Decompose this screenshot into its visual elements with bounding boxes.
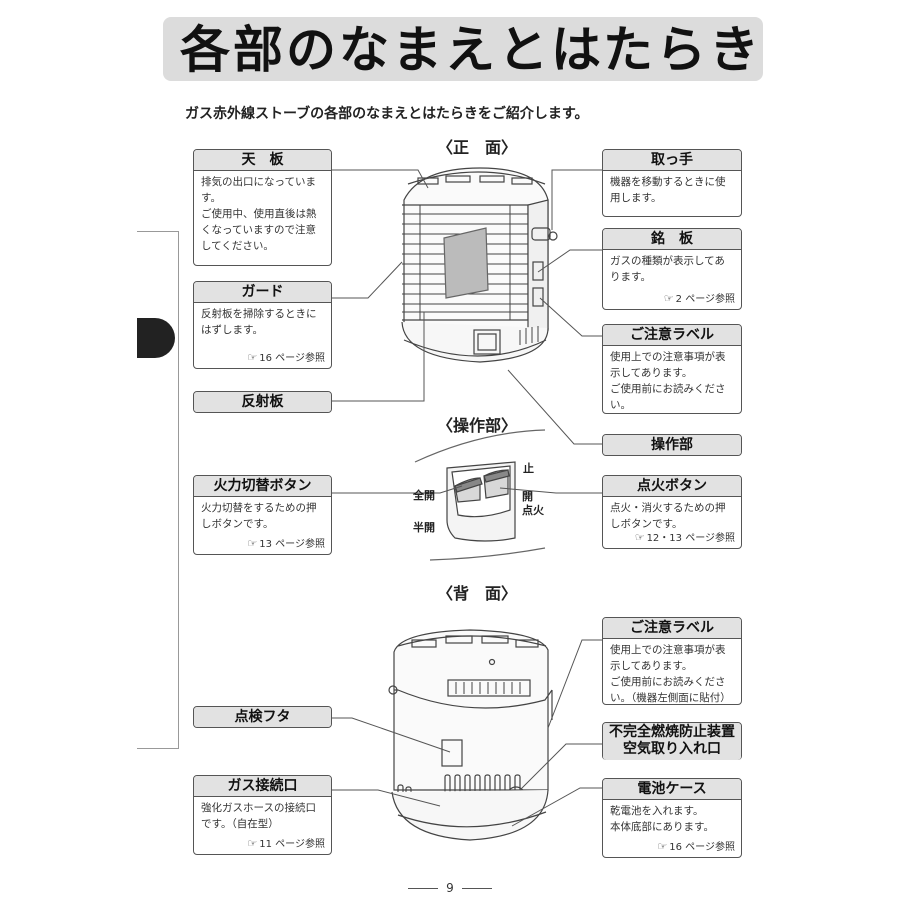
pointing-hand-icon: ☞ <box>634 531 645 544</box>
box-title: 点火ボタン <box>603 476 741 497</box>
box-hanshaban: 反射板 <box>193 391 332 413</box>
box-ignition: 点火ボタン 点火・消火するための押しボタンです。 ☞12・13 ページ参照 <box>602 475 742 549</box>
box-inspection-lid: 点検フタ <box>193 706 332 728</box>
box-caution-front: ご注意ラベル 使用上での注意事項が表示してあります。 ご使用前にお読みください。 <box>602 324 742 414</box>
section-controls: 〈操作部〉 <box>437 416 518 435</box>
box-title: 点検フタ <box>194 707 331 727</box>
page-reference: ☞16 ページ参照 <box>247 351 325 364</box>
pointing-hand-icon: ☞ <box>663 292 674 305</box>
section-front: 〈正 面〉 <box>437 138 518 157</box>
box-title: 不完全燃焼防止装置 空気取り入れ口 <box>603 723 741 760</box>
box-title: 銘 板 <box>603 229 741 250</box>
box-power-switch: 火力切替ボタン 火力切替をするための押しボタンです。 ☞13 ページ参照 <box>193 475 332 555</box>
page-reference: ☞16 ページ参照 <box>657 840 735 853</box>
box-title: ガード <box>194 282 331 303</box>
side-rule-bottom <box>137 748 179 749</box>
box-sousabu: 操作部 <box>602 434 742 456</box>
box-body: 排気の出口になっています。 ご使用中、使用直後は熱くなっていますので注意してくだ… <box>201 176 317 252</box>
chapter-tab <box>137 318 175 358</box>
box-body: 点火・消火するための押しボタンです。 <box>610 502 726 530</box>
box-body: 使用上での注意事項が表示してあります。 ご使用前にお読みください。（機器左側面に… <box>610 644 731 704</box>
page-reference: ☞2 ページ参照 <box>663 292 735 305</box>
box-meiban: 銘 板 ガスの種類が表示してあります。 ☞2 ページ参照 <box>602 228 742 310</box>
box-title: 火力切替ボタン <box>194 476 331 497</box>
box-battery-case: 電池ケース 乾電池を入れます。 本体底部にあります。 ☞16 ページ参照 <box>602 778 742 858</box>
pointing-hand-icon: ☞ <box>247 837 258 850</box>
box-title: 操作部 <box>603 435 741 455</box>
box-handle: 取っ手 機器を移動するときに使用します。 <box>602 149 742 217</box>
box-title: ご注意ラベル <box>603 325 741 346</box>
section-back: 〈背 面〉 <box>437 584 518 603</box>
box-caution-back: ご注意ラベル 使用上での注意事項が表示してあります。 ご使用前にお読みください。… <box>602 617 742 705</box>
box-title: ご注意ラベル <box>603 618 741 639</box>
box-body: 機器を移動するときに使用します。 <box>610 176 726 204</box>
box-body: ガスの種類が表示してあります。 <box>610 255 725 283</box>
title-banner <box>163 17 763 81</box>
intro-text: ガス赤外線ストーブの各部のなまえとはたらきをご紹介します。 <box>185 106 589 122</box>
box-body: 乾電池を入れます。 本体底部にあります。 <box>610 805 714 833</box>
label-half: 半開 <box>413 521 435 534</box>
label-stop: 止 <box>523 462 534 475</box>
pointing-hand-icon: ☞ <box>657 840 668 853</box>
pointing-hand-icon: ☞ <box>247 351 258 364</box>
page-reference: ☞11 ページ参照 <box>247 837 325 850</box>
box-title: ガス接続口 <box>194 776 331 797</box>
box-title: 反射板 <box>194 392 331 412</box>
side-rule-top <box>137 231 179 232</box>
label-open-ignite: 開 点火 <box>522 490 544 517</box>
box-safety-device: 不完全燃焼防止装置 空気取り入れ口 <box>602 722 742 760</box>
box-gas-inlet: ガス接続口 強化ガスホースの接続口です。（自在型） ☞11 ページ参照 <box>193 775 332 855</box>
side-rule-vertical <box>178 232 179 748</box>
box-body: 火力切替をするための押しボタンです。 <box>201 502 317 530</box>
box-body: 強化ガスホースの接続口です。（自在型） <box>201 802 316 830</box>
box-body: 反射板を掃除するときにはずします。 <box>201 308 317 336</box>
box-title: 電池ケース <box>603 779 741 800</box>
box-title: 天 板 <box>194 150 331 171</box>
box-title: 取っ手 <box>603 150 741 171</box>
pointing-hand-icon: ☞ <box>247 537 258 550</box>
box-body: 使用上での注意事項が表示してあります。 ご使用前にお読みください。 <box>610 351 726 411</box>
label-full: 全開 <box>413 489 435 502</box>
page-reference: ☞12・13 ページ参照 <box>634 531 735 544</box>
page-title: 各部のなまえとはたらき <box>180 21 762 79</box>
box-guard: ガード 反射板を掃除するときにはずします。 ☞16 ページ参照 <box>193 281 332 369</box>
box-tenban: 天 板 排気の出口になっています。 ご使用中、使用直後は熱くなっていますので注意… <box>193 149 332 266</box>
page-number: 9 <box>0 881 900 895</box>
page-reference: ☞13 ページ参照 <box>247 537 325 550</box>
